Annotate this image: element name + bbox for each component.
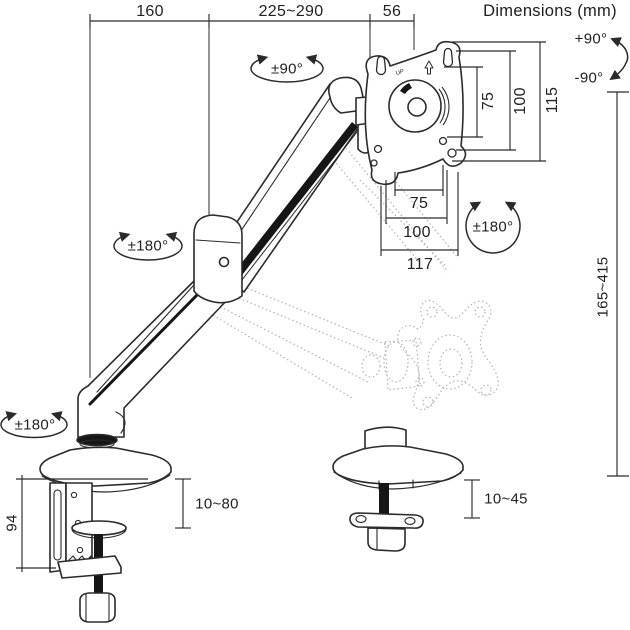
- dim-label-225-290: 225~290: [258, 3, 324, 20]
- desk-clamp-base: [39, 433, 172, 623]
- head-swivel-arrow: [250, 54, 324, 83]
- dim-label-160: 160: [136, 3, 164, 20]
- rotation-arrows: [0, 37, 629, 439]
- rotation-label-tilt-down: -90°: [574, 69, 604, 87]
- base-swivel-arrow: [0, 411, 68, 439]
- vesa-plate: [364, 40, 467, 186]
- tilt-arrow: [609, 37, 629, 81]
- dim-label-clamp-height: 94: [3, 514, 21, 532]
- dimension-lines: [16, 14, 629, 572]
- rotation-label-tilt-up: +90°: [574, 30, 608, 48]
- dim-label-clamp-thickness: 10~80: [195, 495, 239, 513]
- plate-rotate-arrow: [465, 201, 521, 254]
- vesa-dim-117-horizontal: 117: [406, 256, 434, 273]
- rotation-label-base-swivel: ±180°: [14, 416, 56, 434]
- rotation-label-head-swivel: ±90°: [270, 60, 304, 78]
- vesa-dim-100-horizontal: 100: [403, 224, 431, 241]
- grommet-base: [332, 426, 464, 552]
- vesa-dim-75-horizontal: 75: [409, 195, 429, 212]
- elbow-joint: [193, 214, 243, 304]
- vesa-dim-75-vertical: 75: [480, 91, 497, 111]
- vesa-dim-115-vertical: 115: [544, 86, 561, 114]
- rotation-label-plate-rotate: ±180°: [472, 218, 514, 236]
- diagram-title: Dimensions (mm): [483, 1, 617, 20]
- lower-arm: [77, 278, 233, 438]
- up-arrow-icon: [424, 60, 434, 75]
- dim-label-height-range: 165~415: [594, 256, 612, 318]
- gas-spring-arm: [77, 76, 390, 438]
- dim-label-grommet-thickness: 10~45: [484, 490, 528, 508]
- elbow-swivel-arrow: [113, 231, 183, 261]
- rotation-label-elbow-swivel: ±180°: [127, 237, 169, 255]
- dim-label-56: 56: [382, 3, 402, 20]
- vesa-dim-100-vertical: 100: [512, 87, 529, 115]
